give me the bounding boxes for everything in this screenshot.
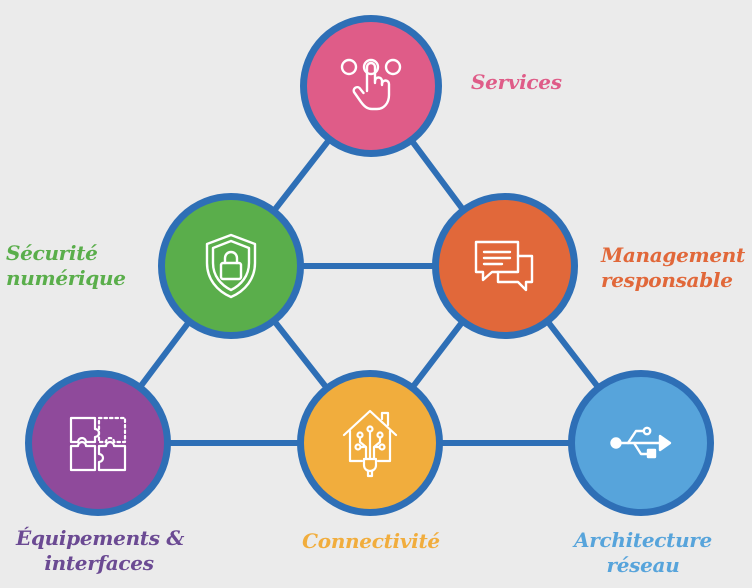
equipements-label-line-1: Équipements & — [16, 526, 185, 550]
architecture-label-line-1: Architecture — [574, 528, 712, 552]
puzzle-icon — [69, 416, 127, 472]
management-label-line-1: Management — [601, 243, 745, 267]
hand-tap-icon — [340, 58, 402, 111]
services-label-line-1: Services — [471, 70, 562, 94]
architecture-label-line-2: réseau — [606, 553, 680, 577]
equipements-label: Équipements & interfaces — [16, 526, 185, 576]
connectivite-node — [297, 370, 443, 516]
management-node — [432, 193, 578, 339]
management-label: Management responsable — [601, 243, 745, 293]
services-label: Services — [471, 70, 562, 95]
shield-lock-icon — [205, 233, 257, 299]
equipements-label-line-2: interfaces — [44, 551, 154, 575]
management-label-line-2: responsable — [601, 268, 733, 292]
services-node — [300, 15, 442, 157]
equipements-node — [25, 370, 171, 516]
smart-home-icon — [342, 409, 398, 478]
chat-bubbles-icon — [474, 240, 534, 292]
securite-label: Sécurité numérique — [6, 241, 126, 291]
securite-label-line-1: Sécurité — [6, 241, 98, 265]
architecture-label: Architecture réseau — [570, 528, 716, 578]
connectivite-label-line-1: Connectivité — [302, 529, 440, 553]
usb-icon — [610, 426, 672, 459]
architecture-node — [568, 370, 714, 516]
connectivite-label: Connectivité — [298, 529, 444, 554]
securite-node — [158, 193, 304, 339]
securite-label-line-2: numérique — [6, 266, 126, 290]
